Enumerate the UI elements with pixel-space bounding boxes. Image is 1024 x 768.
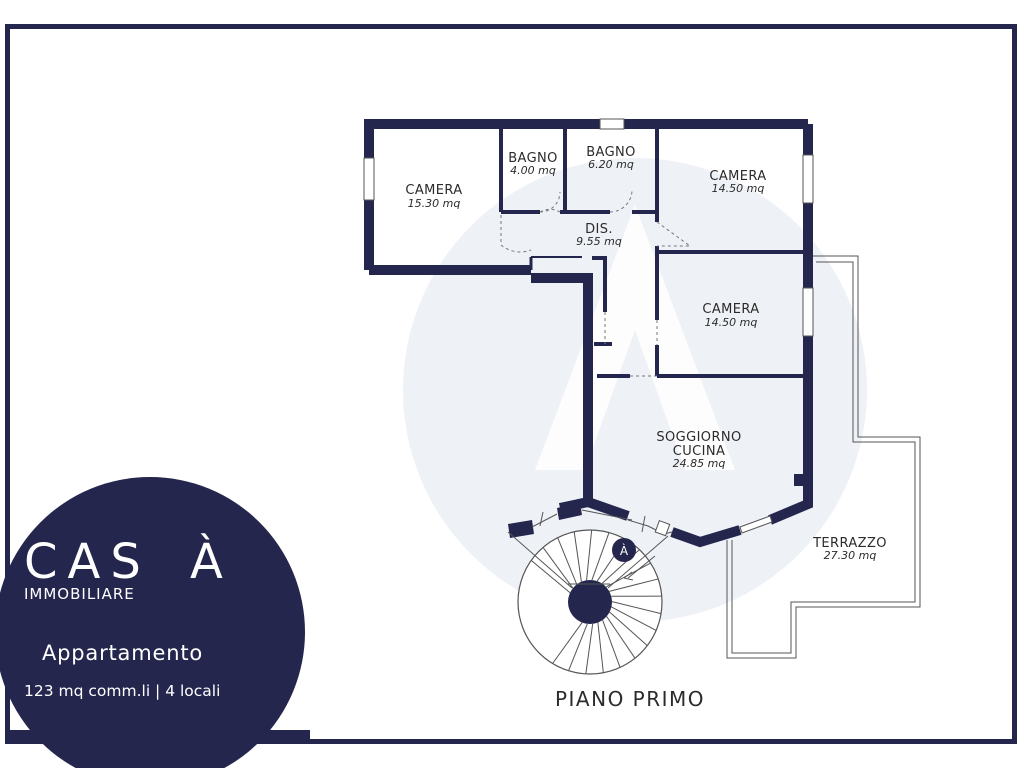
listing-title: Appartamento <box>42 641 203 665</box>
room-camera-3-area: 14.50 mq <box>705 316 758 329</box>
stair-tread <box>557 537 578 585</box>
stair-tread <box>597 622 604 673</box>
stair-tread <box>552 622 583 664</box>
stair-tread <box>586 529 593 581</box>
room-camera-1-name: CAMERA <box>405 183 462 198</box>
stair-tread <box>602 619 621 668</box>
stair-tread <box>606 616 636 659</box>
brand-logo-accent: À <box>190 533 233 590</box>
stair-tread <box>585 623 594 674</box>
room-camera-2-area: 14.50 mq <box>712 182 765 195</box>
room-soggiorno-name: SOGGIORNO <box>656 430 741 445</box>
stair-tread <box>530 559 571 594</box>
stair-tread <box>591 532 610 581</box>
stair-tread <box>568 623 588 671</box>
page-frame <box>5 24 1017 744</box>
room-camera-1-area: 15.30 mq <box>408 197 461 210</box>
door-swings <box>500 189 692 377</box>
stair-marker-letter: À <box>620 543 629 558</box>
corner-column <box>794 474 806 486</box>
room-camera-3-name: CAMERA <box>702 302 759 317</box>
room-camera-2-name: CAMERA <box>709 169 766 184</box>
stair-tread <box>573 531 582 582</box>
room-soggiorno-area: 24.85 mq <box>673 457 726 470</box>
room-bagno-2-area: 6.20 mq <box>588 158 634 171</box>
spiral-staircase <box>507 503 673 675</box>
stair-tread <box>609 578 659 592</box>
room-cucina-name: CUCINA <box>673 444 726 459</box>
room-labels: CAMERA 15.30 mq BAGNO 4.00 mq BAGNO 6.20… <box>405 145 887 562</box>
stair-tread <box>542 547 574 589</box>
room-terrazzo-area: 27.30 mq <box>824 549 877 562</box>
brand-panel: CAS À IMMOBILIARE Appartamento 123 mq co… <box>0 477 310 768</box>
room-bagno-2-name: BAGNO <box>586 145 636 160</box>
room-dis-area: 9.55 mq <box>576 235 622 248</box>
interior-walls <box>499 127 808 378</box>
stair-marker: À <box>612 538 636 562</box>
room-bagno-1-area: 4.00 mq <box>510 164 556 177</box>
room-terrazzo-name: TERRAZZO <box>812 536 887 551</box>
stair-tread <box>609 611 648 647</box>
brand-logo-text: CAS <box>24 534 151 590</box>
brand-subtitle: IMMOBILIARE <box>24 585 135 603</box>
windows <box>363 118 814 534</box>
terrace-outline <box>726 255 921 659</box>
room-dis-name: DIS. <box>585 222 613 237</box>
room-bagno-1-name: BAGNO <box>508 151 558 166</box>
stair-tread <box>611 601 662 615</box>
listing-details: 123 mq comm.li | 4 locali <box>24 682 220 700</box>
floor-label: PIANO PRIMO <box>555 687 705 711</box>
stair-tread <box>611 606 657 631</box>
